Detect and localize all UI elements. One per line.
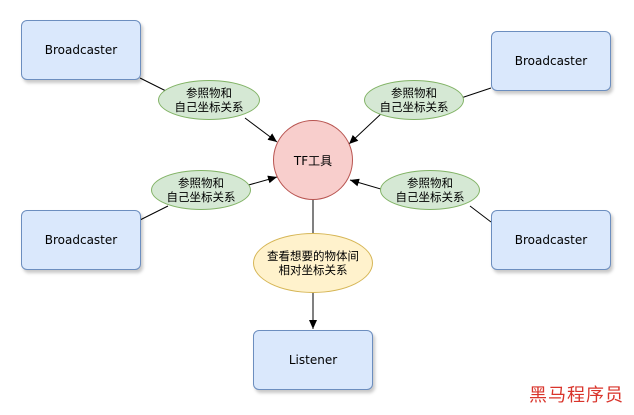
frame-label-line2: 自己坐标关系 [379, 100, 449, 114]
broadcaster-top-left: Broadcaster [21, 20, 141, 80]
frame-label-top-left: 参照物和 自己坐标关系 [158, 80, 260, 120]
edge-tl-to-tf [244, 117, 278, 143]
listener-label: Listener [288, 353, 338, 367]
listener-box: Listener [253, 330, 373, 390]
broadcaster-top-right: Broadcaster [491, 31, 611, 91]
broadcaster-bottom-right: Broadcaster [491, 210, 611, 270]
frame-label-bottom-right: 参照物和 自己坐标关系 [380, 170, 480, 210]
edge-tr-to-tf [348, 111, 384, 145]
edge-br-to-tf [349, 178, 385, 191]
frame-label-line2: 自己坐标关系 [395, 190, 465, 204]
frame-label-line2: 自己坐标关系 [166, 190, 236, 204]
frame-label-line2: 自己坐标关系 [174, 100, 244, 114]
watermark-text: 黑马程序员 [529, 385, 624, 406]
broadcaster-bottom-left: Broadcaster [21, 210, 141, 270]
query-relation-label: 查看想要的物体间 相对坐标关系 [253, 233, 373, 293]
query-line1: 查看想要的物体间 [267, 249, 359, 263]
edge-br-to-label [469, 205, 492, 223]
frame-label-line1: 参照物和 [407, 176, 453, 190]
broadcaster-top-left-label: Broadcaster [44, 43, 118, 57]
frame-label-bottom-left: 参照物和 自己坐标关系 [151, 170, 251, 210]
tf-tool-label: TF工具 [293, 153, 333, 168]
frame-label-line1: 参照物和 [391, 86, 437, 100]
tf-tool-node: TF工具 [273, 120, 353, 200]
edge-bl-to-label [139, 205, 169, 221]
frame-label-top-right: 参照物和 自己坐标关系 [364, 80, 464, 120]
query-line2: 相对坐标关系 [278, 263, 348, 277]
frame-label-line1: 参照物和 [186, 86, 232, 100]
broadcaster-bottom-right-label: Broadcaster [514, 233, 588, 247]
broadcaster-top-right-label: Broadcaster [514, 54, 588, 68]
frame-label-line1: 参照物和 [178, 176, 224, 190]
broadcaster-bottom-left-label: Broadcaster [44, 233, 118, 247]
